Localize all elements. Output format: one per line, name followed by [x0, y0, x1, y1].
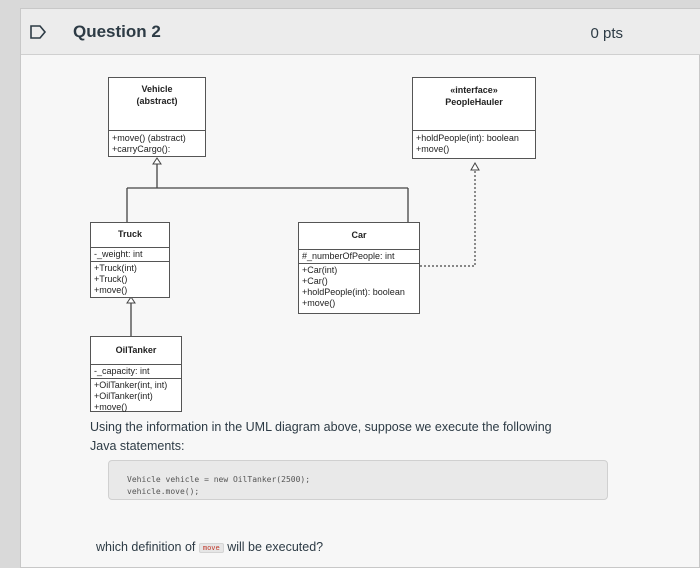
vehicle-stereotype: (abstract): [136, 96, 178, 106]
interface-name: PeopleHauler: [445, 97, 503, 107]
code-block: Vehicle vehicle = new OilTanker(2500); v…: [108, 460, 608, 500]
truck-class-name: Truck: [117, 229, 142, 239]
uml-class-vehicle: Vehicle (abstract) +move() (abstract) +c…: [108, 77, 206, 157]
question-followup: which definition of move will be execute…: [96, 540, 323, 554]
question-text: Using the information in the UML diagram…: [90, 420, 552, 453]
truck-method: +move(): [94, 285, 128, 295]
truck-field: -_weight: int: [94, 249, 143, 259]
vehicle-class-name: Vehicle: [141, 84, 173, 94]
oiltanker-method: +OilTanker(int, int): [94, 380, 168, 390]
vehicle-method: +move() (abstract): [112, 133, 186, 143]
question-title: Question 2: [73, 22, 161, 41]
car-method: +holdPeople(int): boolean: [302, 287, 405, 297]
bookmark-flag-icon[interactable]: [29, 24, 47, 40]
uml-interface-peoplehauler: «interface» PeopleHauler +holdPeople(int…: [412, 77, 536, 159]
oiltanker-method: +move(): [94, 402, 128, 412]
car-method: +Car(int): [302, 265, 338, 275]
code-line: Vehicle vehicle = new OilTanker(2500);: [127, 475, 311, 484]
car-method: +move(): [302, 298, 336, 308]
car-field: #_numberOfPeople: int: [302, 251, 395, 261]
truck-method: +Truck(): [94, 274, 128, 284]
interface-method: +move(): [416, 144, 450, 154]
truck-method: +Truck(int): [94, 263, 137, 273]
oiltanker-field: -_capacity: int: [94, 366, 150, 376]
interface-method: +holdPeople(int): boolean: [416, 133, 519, 143]
code-line: vehicle.move();: [127, 487, 200, 496]
uml-class-truck: Truck -_weight: int +Truck(int) +Truck()…: [90, 222, 170, 298]
followup-text-before: which definition of: [96, 540, 196, 554]
uml-class-oiltanker: OilTanker -_capacity: int +OilTanker(int…: [90, 336, 182, 412]
interface-stereotype: «interface»: [450, 85, 498, 95]
followup-text-after: will be executed?: [227, 540, 324, 554]
uml-class-car: Car #_numberOfPeople: int +Car(int) +Car…: [298, 222, 420, 314]
oiltanker-method: +OilTanker(int): [94, 391, 153, 401]
points-label: 0 pts: [590, 25, 623, 42]
oiltanker-class-name: OilTanker: [115, 345, 157, 355]
car-method: +Car(): [302, 276, 328, 286]
inline-code-move: move: [198, 542, 224, 553]
vehicle-method: +carryCargo():: [112, 144, 171, 154]
question-header: Question 2 0 pts: [21, 9, 700, 55]
car-class-name: Car: [351, 230, 367, 240]
